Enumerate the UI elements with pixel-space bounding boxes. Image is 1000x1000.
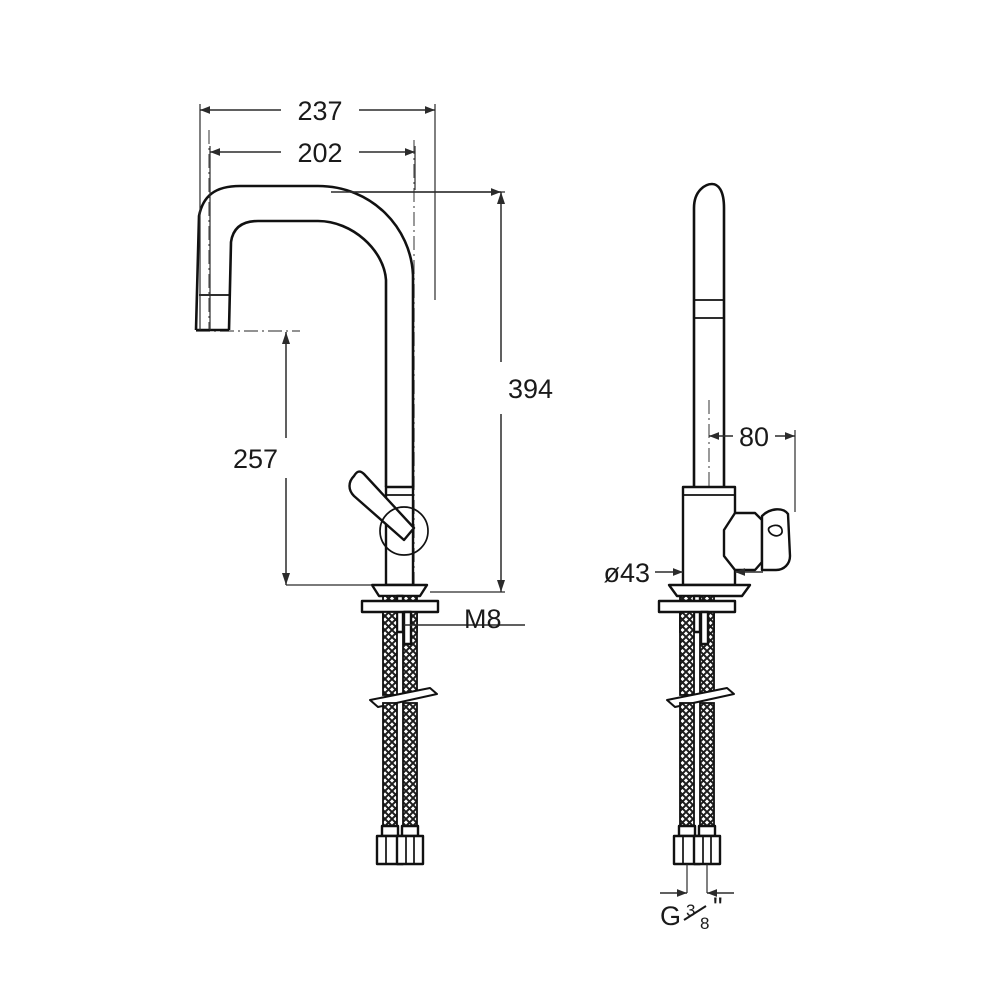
gooseneck-spout-inner (227, 219, 388, 487)
hose-ferrule-right (400, 824, 420, 838)
dim-label-d43: ø43 (603, 558, 650, 588)
handle-hub-circle (379, 506, 429, 556)
supply-hose-right-lower (402, 702, 418, 829)
dim-arrow-394-bottom (497, 580, 505, 592)
dim-arrow-257-bottom (282, 573, 290, 585)
dim-label-m8: M8 (464, 604, 502, 634)
supply-hose-left-upper (382, 611, 398, 696)
mounting-washer-plate (360, 599, 440, 614)
dim-label-202: 202 (297, 138, 342, 168)
dim-arrow-257-top (282, 332, 290, 344)
fraction-slash (683, 905, 707, 921)
side-supply-hose-left-upper (679, 611, 695, 696)
side-spout-column (692, 182, 726, 487)
side-supply-hex-nut-right (692, 834, 722, 866)
mounting-base-flange (370, 583, 429, 598)
gooseneck-spout-outer (194, 184, 415, 487)
hose-ferrule-left (380, 824, 400, 838)
side-shank-rod-extension (699, 610, 710, 646)
dim-label-237: 237 (297, 96, 342, 126)
side-hose-ferrule-right (697, 824, 717, 838)
dim-label-g38-numerator: 3 (686, 901, 695, 920)
side-elevation-view (657, 182, 792, 866)
dim-label-g38-denominator: 8 (700, 914, 709, 933)
dim-label-g38-inch-mark: " (713, 892, 723, 922)
dim-arrow-394-top (497, 192, 505, 204)
side-supply-hose-right-lower (699, 702, 715, 829)
front-elevation-view (194, 130, 440, 866)
side-mounting-base-flange (667, 583, 752, 598)
dim-label-g38-letter: G (660, 901, 681, 931)
supply-hex-nut-right (395, 834, 425, 866)
side-hose-ferrule-left (677, 824, 697, 838)
side-handle-neck (722, 511, 764, 572)
side-supply-hose-left-lower (679, 702, 695, 829)
dim-label-394: 394 (508, 374, 553, 404)
front-view-dimensions: 237 202 394 257 M8 (199, 96, 553, 634)
shank-rod-extension (402, 610, 413, 646)
side-handle-detail (767, 524, 783, 537)
dim-label-80: 80 (739, 422, 769, 452)
side-lever-handle (760, 508, 792, 572)
supply-hose-left-lower (382, 702, 398, 829)
lever-handle-front (348, 470, 416, 542)
side-mounting-washer-plate (657, 599, 737, 614)
side-view-dimensions: 80 ø43 G 3 8 " (603, 422, 796, 933)
dim-label-257: 257 (233, 444, 278, 474)
